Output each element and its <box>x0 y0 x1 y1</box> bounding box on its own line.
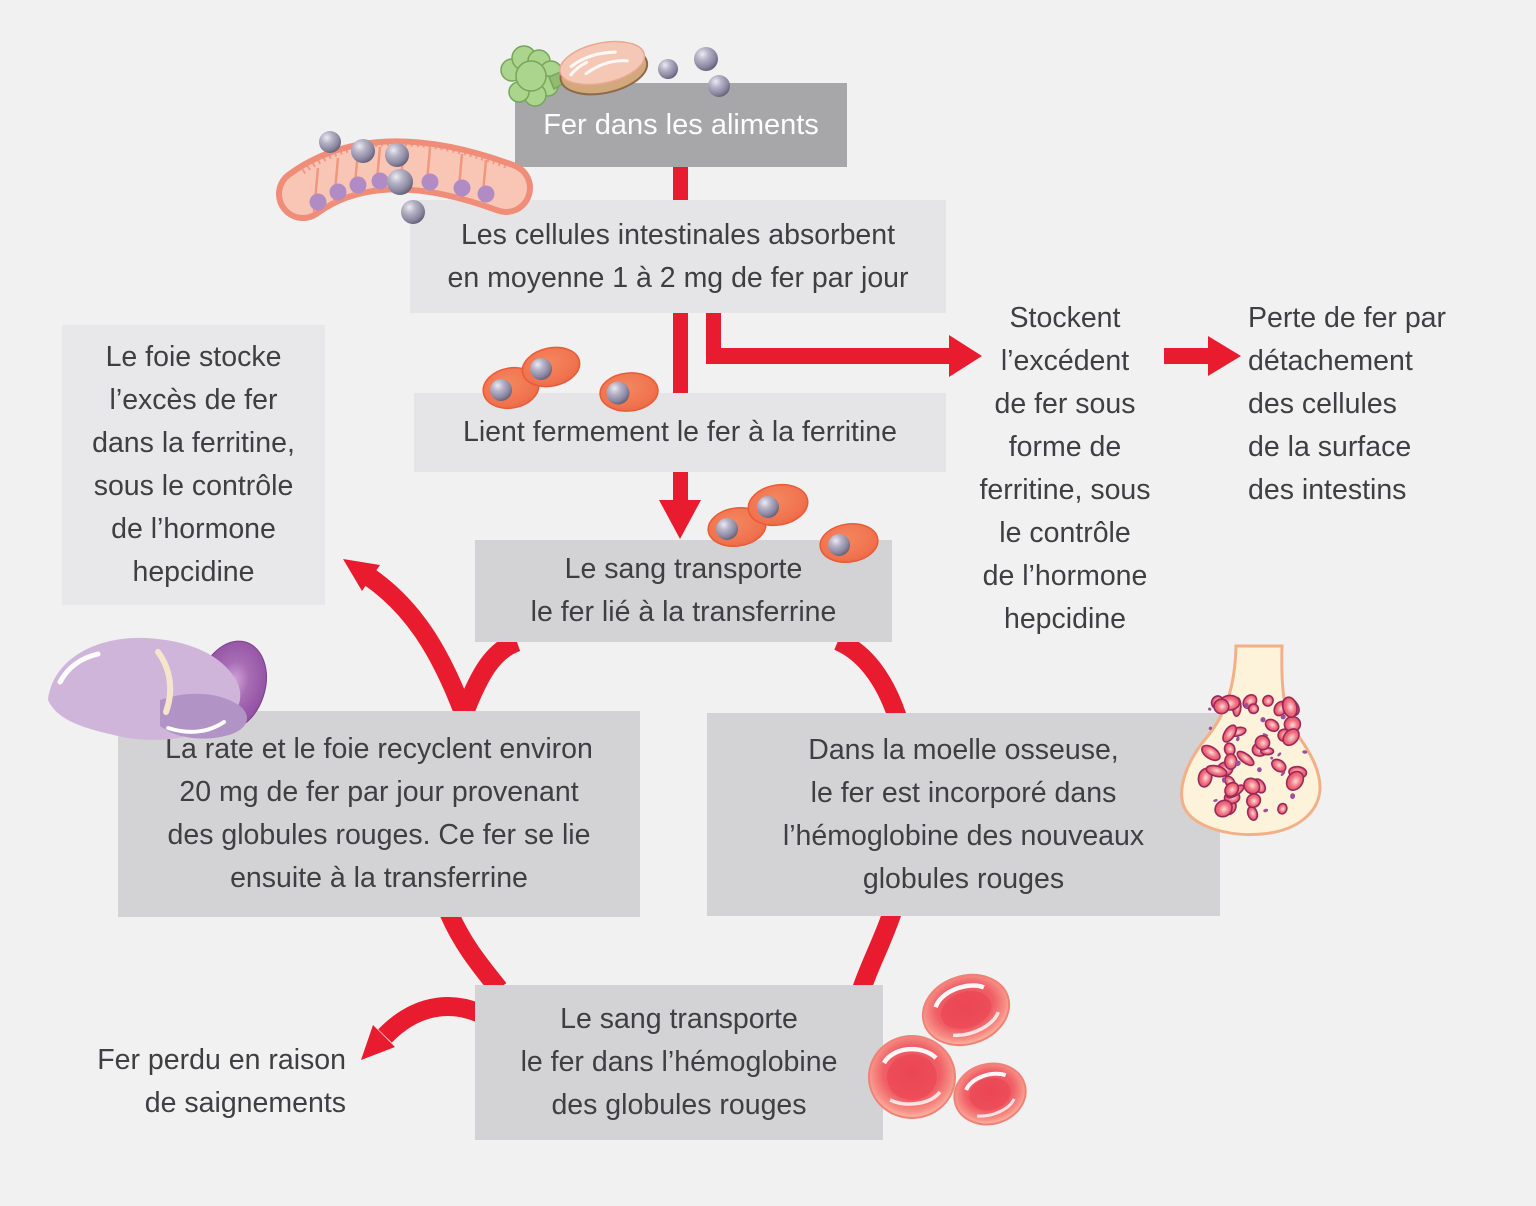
box-lient-label: Lient fermement le fer à la ferritine <box>462 416 898 448</box>
box-cellules-label: Les cellules intestinales absorbent en m… <box>447 218 909 294</box>
box-rate-foie: La rate et le foie recyclent environ 20 … <box>118 711 640 917</box>
arc-sang2-to-fer-perdu <box>378 997 483 1043</box>
intestinal-cells-icon <box>276 131 533 224</box>
meat-icon <box>559 40 649 96</box>
box-sang-transferrine-label: Le sang transporte le fer lié à la trans… <box>530 553 837 628</box>
arrow-cellules-to-ferritine <box>673 300 688 395</box>
bone-marrow-icon <box>1180 644 1322 837</box>
box-moelle: Dans la moelle osseuse, le fer est incor… <box>707 713 1220 916</box>
annotation-perte: Perte de fer par détachement des cellule… <box>1248 302 1447 506</box>
annotation-stockent: Stockent l’excédent de fer sous forme de… <box>979 302 1151 635</box>
arc-rate-to-foie <box>362 568 473 718</box>
arrow-cellules-to-stockent <box>706 300 982 377</box>
box-foie-stocke: Le foie stocke l’excès de fer dans la fe… <box>62 325 325 605</box>
arrow-aliments-to-cellules <box>673 163 688 203</box>
arrow-stockent-to-perte <box>1164 336 1241 376</box>
arc-sang2-to-rate <box>440 909 507 996</box>
box-fer-aliments-label: Fer dans les aliments <box>543 108 819 141</box>
box-cellules-intestinales: Les cellules intestinales absorbent en m… <box>410 200 946 313</box>
box-foie-label: Le foie stocke l’excès de fer dans la fe… <box>92 341 295 588</box>
annotation-fer-perdu: Fer perdu en raison de saignements <box>97 1044 346 1119</box>
arrowhead-fer-perdu <box>361 1025 395 1060</box>
box-sang-hemoglobine: Le sang transporte le fer dans l’hémoglo… <box>475 985 883 1140</box>
box-sang-hemoglobine-label: Le sang transporte le fer dans l’hémoglo… <box>520 1003 838 1121</box>
arrow-ferritine-to-sang <box>659 470 701 539</box>
box-moelle-label: Dans la moelle osseuse, le fer est incor… <box>782 733 1145 895</box>
iron-crossing-cells-icon <box>319 131 425 224</box>
arc-moelle-to-sang2 <box>853 909 902 992</box>
box-fer-aliments: Fer dans les aliments <box>515 83 847 167</box>
transferrin-iron-icon <box>482 346 879 563</box>
box-rate-label: La rate et le foie recyclent environ 20 … <box>165 733 593 894</box>
iron-particles-icon <box>658 47 730 97</box>
liver-icon <box>48 637 267 740</box>
red-blood-cells-icon <box>868 973 1027 1126</box>
box-sang-transferrine: Le sang transporte le fer lié à la trans… <box>475 540 892 642</box>
arc-sang-to-moelle <box>833 632 906 720</box>
arrowhead-to-foie <box>343 559 380 591</box>
